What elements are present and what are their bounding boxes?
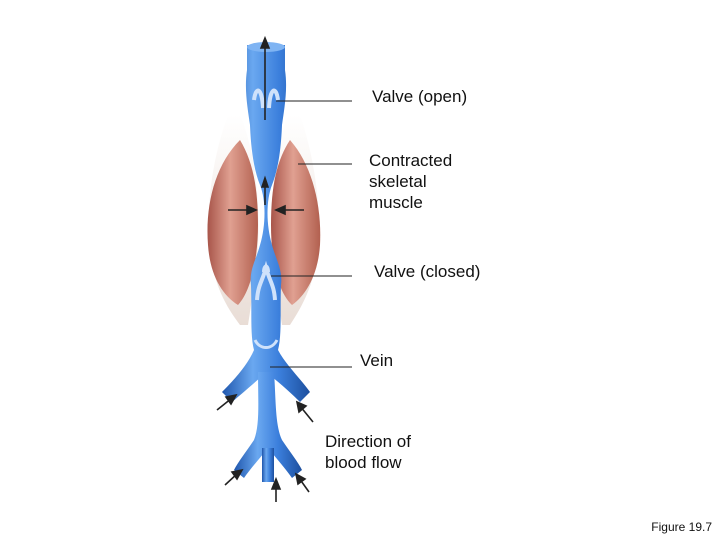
label-valve-closed: Valve (closed) (374, 262, 481, 281)
label-contracted-line-3: muscle (369, 193, 423, 212)
vein (222, 42, 310, 482)
label-vein: Vein (360, 351, 394, 370)
label-direction-line-2: blood flow (325, 453, 402, 472)
skeletal-muscle (207, 115, 321, 325)
figure-caption: Figure 19.7 (651, 520, 712, 534)
leader-lines (270, 100, 352, 368)
label-direction-line-1: Direction of (325, 432, 411, 451)
label-direction-of-blood-flow: Direction of blood flow (325, 431, 411, 473)
label-contracted-line-2: skeletal (369, 172, 427, 191)
label-valve-open: Valve (open) (372, 87, 468, 106)
label-contracted-skeletal-muscle: Contracted skeletal muscle (369, 150, 452, 213)
label-contracted-line-1: Contracted (369, 151, 453, 170)
flow-arrows (216, 35, 314, 502)
